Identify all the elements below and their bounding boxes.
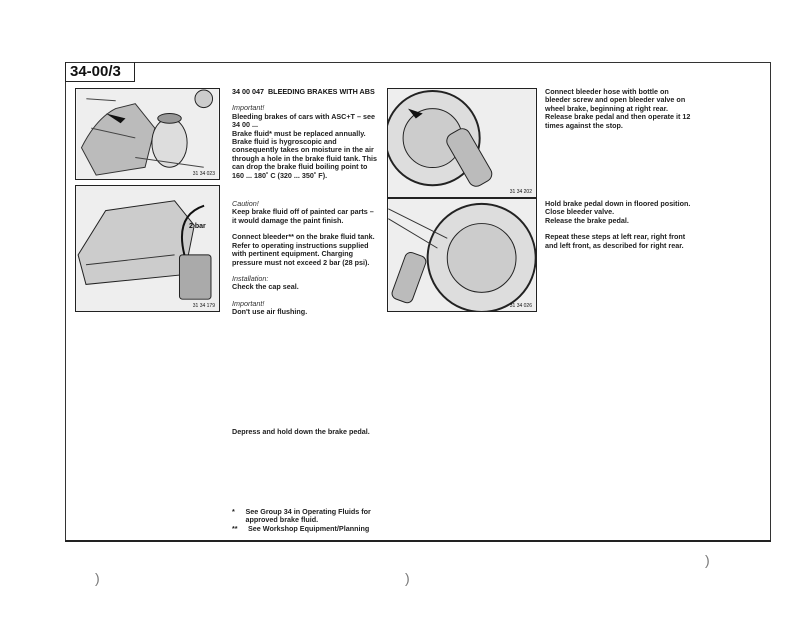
pressure-label: 2 bar [189,223,206,230]
air-flushing-note: Don't use air flushing. [232,307,308,317]
figure-number: 31 34 026 [509,303,532,309]
caution-text: Keep brake fluid off of painted car part… [232,207,374,225]
figure-bleeder-connected: 2 bar 31 34 179 [75,185,220,312]
hold-pedal-step: Hold brake pedal down in floored positio… [545,199,691,208]
scan-mark: ) [405,570,410,586]
footnote-mark: * [232,507,235,516]
installation-label: Installation: [232,273,269,283]
bleeder-hose-step: Connect bleeder hose with bottle on blee… [545,87,691,130]
important-label-2: Important! [232,298,265,308]
section-heading: BLEEDING BRAKES WITH ABS [267,87,375,96]
scan-mark: ) [95,570,100,586]
scan-mark: ) [705,552,710,568]
installation-text: Check the cap seal. [232,282,299,292]
car-with-bleeder-illustration [76,186,219,311]
section-title: 34 00 047 BLEEDING BRAKES WITH ABS [232,87,380,96]
engine-bay-illustration [76,89,219,179]
connect-bleeder-text: Connect bleeder** on the brake fluid tan… [232,232,375,267]
figure-bleeder-hose: 31 34 202 [387,88,537,198]
footnote-mark: ** [232,523,238,533]
footnote-text: See Workshop Equipment/Planning [248,523,370,533]
figure-brake-fluid-tank: 31 34 023 [75,88,220,180]
close-valve-step: Close bleeder valve. [545,207,615,217]
figure-number: 31 34 202 [509,189,532,195]
instructions-column-2: Hold brake pedal down in floored positio… [545,199,695,258]
repeat-steps: Repeat these steps at left rear, right f… [545,232,686,250]
release-pedal-step: Release the brake pedal. [545,215,629,225]
caution-label: Caution! [232,199,259,209]
page-border-right [770,62,771,540]
footnote-text: See Group 34 in Operating Fluids for app… [245,507,371,525]
important-label: Important! [232,103,265,113]
depress-pedal-text: Depress and hold down the brake pedal. [232,427,370,436]
rear-brake-illustration [388,199,536,311]
section-code: 34 00 047 [232,87,264,96]
footnote: * See Group 34 in Operating Fluids for ap… [232,507,382,525]
footnotes: * See Group 34 in Operating Fluids for ap… [232,507,382,533]
asc-note: Bleeding brakes of cars with ASC+T – see… [232,111,375,130]
figure-number: 31 34 179 [192,303,215,309]
page-border-top [65,62,770,63]
page-id: 34-00/3 [65,62,135,82]
figure-number: 31 34 023 [192,171,215,177]
brake-fluid-note: Brake fluid* must be replaced annually. … [232,128,377,180]
instructions-column-1: 34 00 047 BLEEDING BRAKES WITH ABS Impor… [232,87,380,317]
figure-rear-wheel-brake: 31 34 026 [387,198,537,312]
page-border-left [65,62,66,540]
footnote: ** See Workshop Equipment/Planning [232,523,382,533]
page-border-bottom [65,540,771,542]
wheel-bleeder-illustration [388,89,536,197]
